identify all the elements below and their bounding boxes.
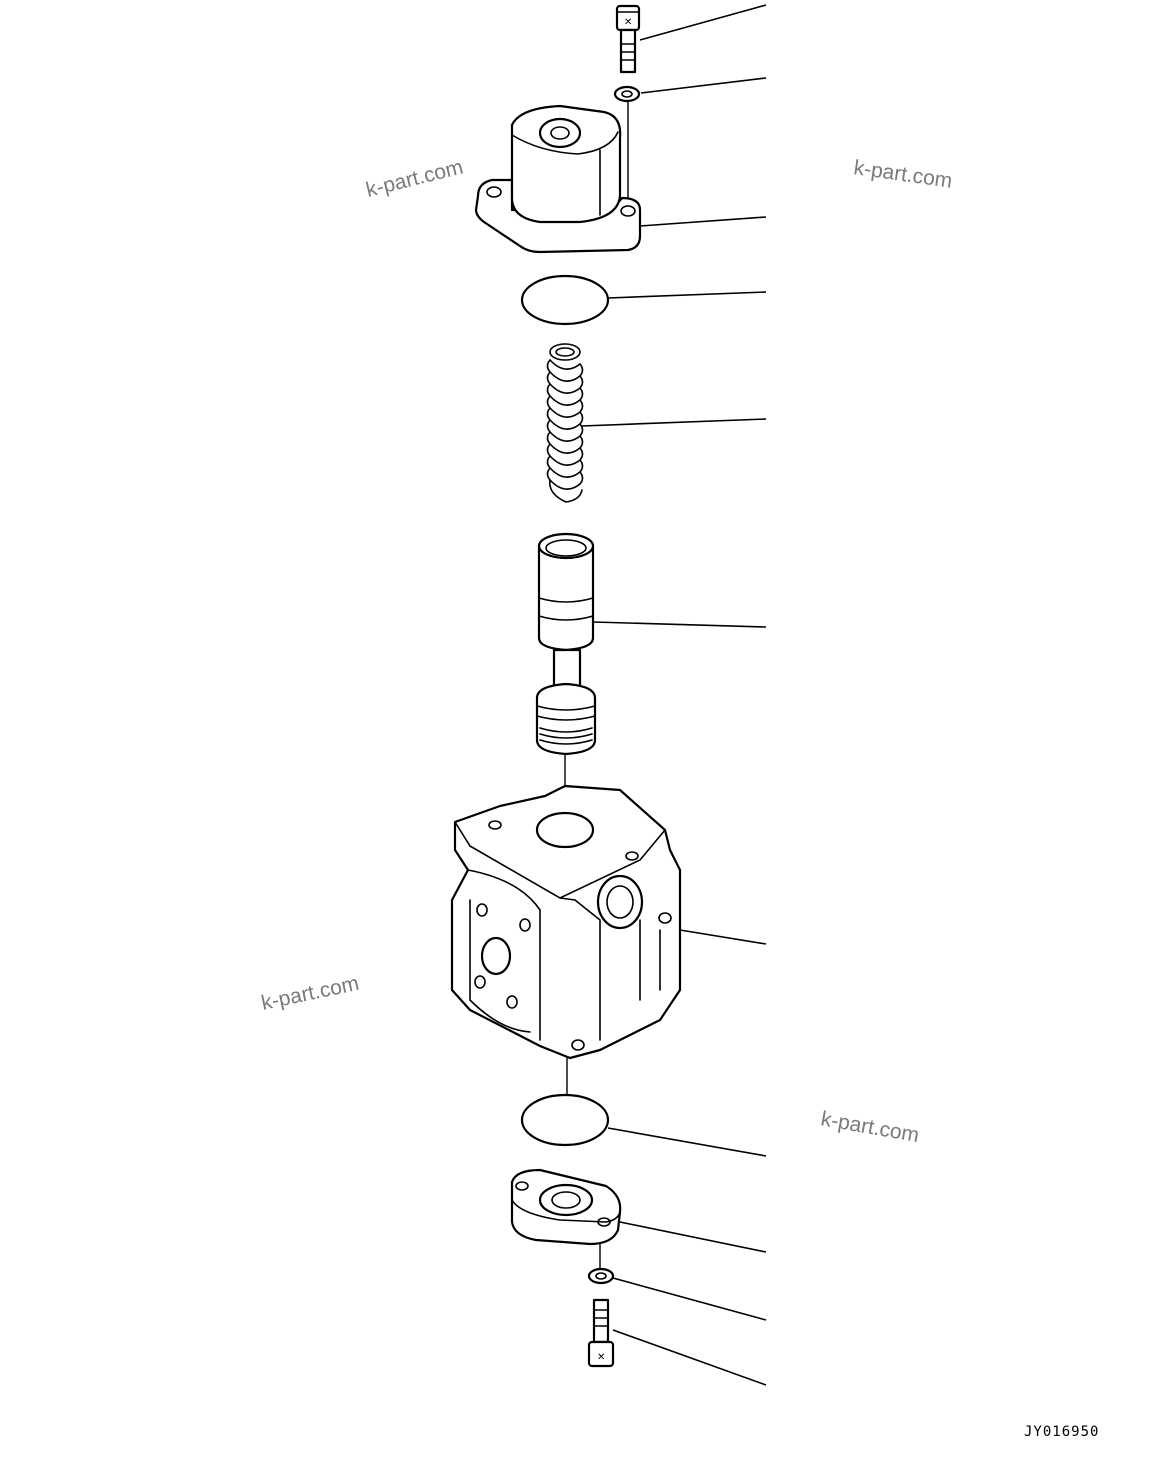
watermark: k-part.com (364, 156, 466, 202)
watermark: k-part.com (819, 1107, 921, 1147)
watermark: k-part.com (852, 156, 953, 193)
washer-bottom (587, 1267, 615, 1285)
valve-body (450, 784, 682, 1060)
leader-lines (581, 4, 767, 1386)
flange-cover (510, 1168, 622, 1246)
spring (546, 343, 584, 503)
cap-screw-top: ✕ (615, 4, 641, 74)
watermark: k-part.com (259, 972, 361, 1015)
o-ring-lower (520, 1093, 610, 1147)
cover-cap (474, 104, 642, 254)
drawing-code: JY016950 (1024, 1424, 1099, 1440)
spool (535, 532, 597, 756)
cap-screw-bottom: ✕ (587, 1298, 615, 1368)
svg-text:✕: ✕ (597, 1352, 605, 1363)
o-ring-upper (520, 274, 610, 326)
washer-top (613, 85, 641, 103)
svg-text:✕: ✕ (624, 17, 632, 28)
